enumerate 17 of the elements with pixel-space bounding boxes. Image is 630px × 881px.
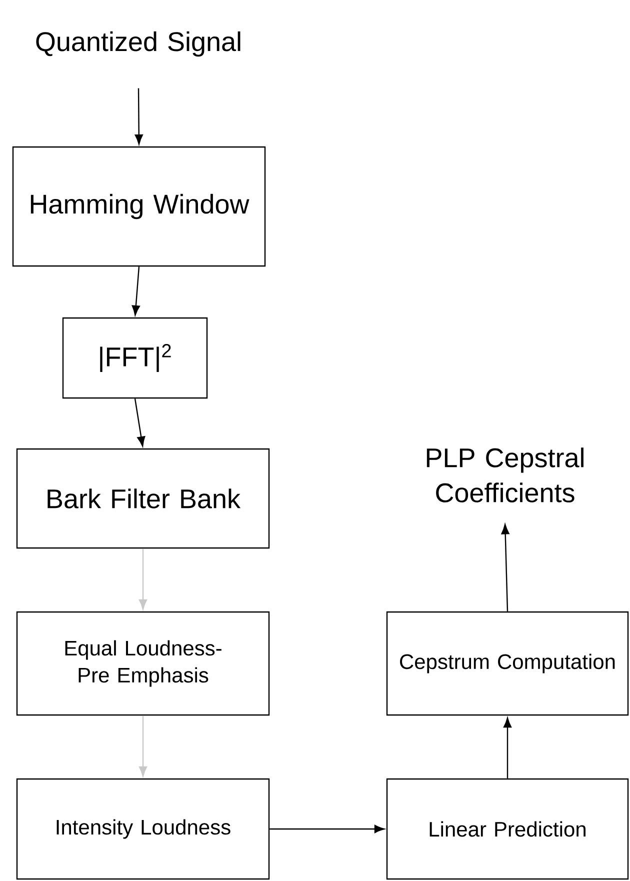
terminal-text: PLP Cepstral Coefficients <box>426 448 584 502</box>
process-box: Hamming Window <box>12 146 266 267</box>
process-box: Cepstrum Computation <box>386 611 629 716</box>
process-box: Equal Loudness- Pre Emphasis <box>16 611 270 716</box>
arrow <box>132 266 140 316</box>
arrow <box>270 824 385 834</box>
arrow <box>138 716 148 777</box>
arrow <box>503 717 512 778</box>
process-box: Intensity Loudness <box>16 778 270 880</box>
process-box: |FFT|$^{2}$ <box>62 317 208 399</box>
process-box: Linear Prediction <box>386 778 629 880</box>
terminal-text: Quantized Signal <box>36 31 240 57</box>
arrow <box>138 548 148 610</box>
arrow <box>134 398 146 447</box>
arrow <box>501 524 510 612</box>
arrow <box>134 88 143 145</box>
process-box: Bark Filter Bank <box>16 448 270 549</box>
